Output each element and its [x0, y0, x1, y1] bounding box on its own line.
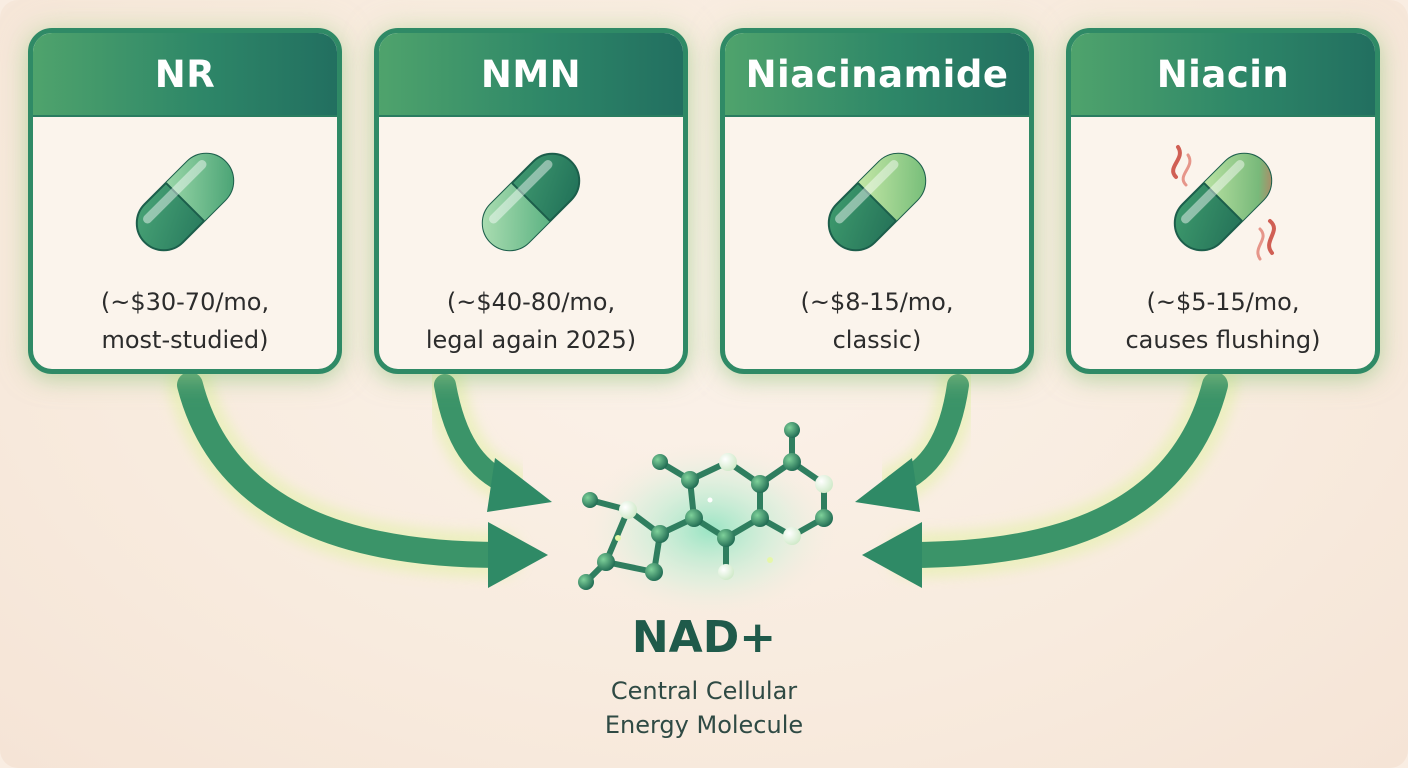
note-text: legal again 2025)	[425, 326, 637, 354]
price-range-text: (~$8-15/mo,	[800, 288, 954, 316]
capsule-flushing-icon	[1171, 145, 1276, 261]
card-header: Niacin	[1071, 33, 1375, 117]
arrow-niacin-to-nad	[862, 362, 1238, 588]
arrow-niacinamide-to-nad	[855, 365, 978, 512]
supplement-card-niacinamide: Niacinamide	[720, 28, 1034, 374]
nad-title: NAD+	[631, 612, 777, 663]
price-range-text: (~$30-70/mo,	[100, 288, 270, 316]
card-description: (~$5-15/mo, causes flushing)	[1071, 283, 1375, 359]
nad-subtitle: Central Cellular Energy Molecule	[504, 674, 904, 742]
card-description: (~$40-80/mo, legal again 2025)	[379, 283, 683, 359]
card-header: Niacinamide	[725, 33, 1029, 117]
note-text: classic)	[832, 326, 922, 354]
card-description: (~$8-15/mo, classic)	[725, 283, 1029, 359]
card-title: NR	[154, 52, 216, 96]
nad-subtitle-line1: Central Cellular	[610, 677, 798, 705]
supplement-card-nr: NR (~$30-70	[28, 28, 342, 374]
supplement-card-niacin: Niacin	[1066, 28, 1380, 374]
card-title: Niacin	[1156, 52, 1290, 96]
card-header: NR	[33, 33, 337, 117]
note-text: most-studied)	[101, 326, 269, 354]
capsule-icon	[827, 152, 927, 252]
card-header: NMN	[379, 33, 683, 117]
arrow-nmn-to-nad	[425, 365, 552, 512]
price-range-text: (~$40-80/mo,	[446, 288, 616, 316]
note-text: causes flushing)	[1125, 326, 1321, 354]
arrow-nr-to-nad	[167, 362, 548, 588]
capsule-icon	[135, 152, 235, 252]
molecule-icon	[578, 422, 840, 620]
supplement-card-nmn: NMN (~$40-8	[374, 28, 688, 374]
capsule-icon	[481, 152, 581, 252]
price-range-text: (~$5-15/mo,	[1146, 288, 1300, 316]
card-title: Niacinamide	[745, 52, 1009, 96]
card-title: NMN	[480, 52, 582, 96]
nad-subtitle-line2: Energy Molecule	[604, 711, 804, 739]
card-description: (~$30-70/mo, most-studied)	[33, 283, 337, 359]
